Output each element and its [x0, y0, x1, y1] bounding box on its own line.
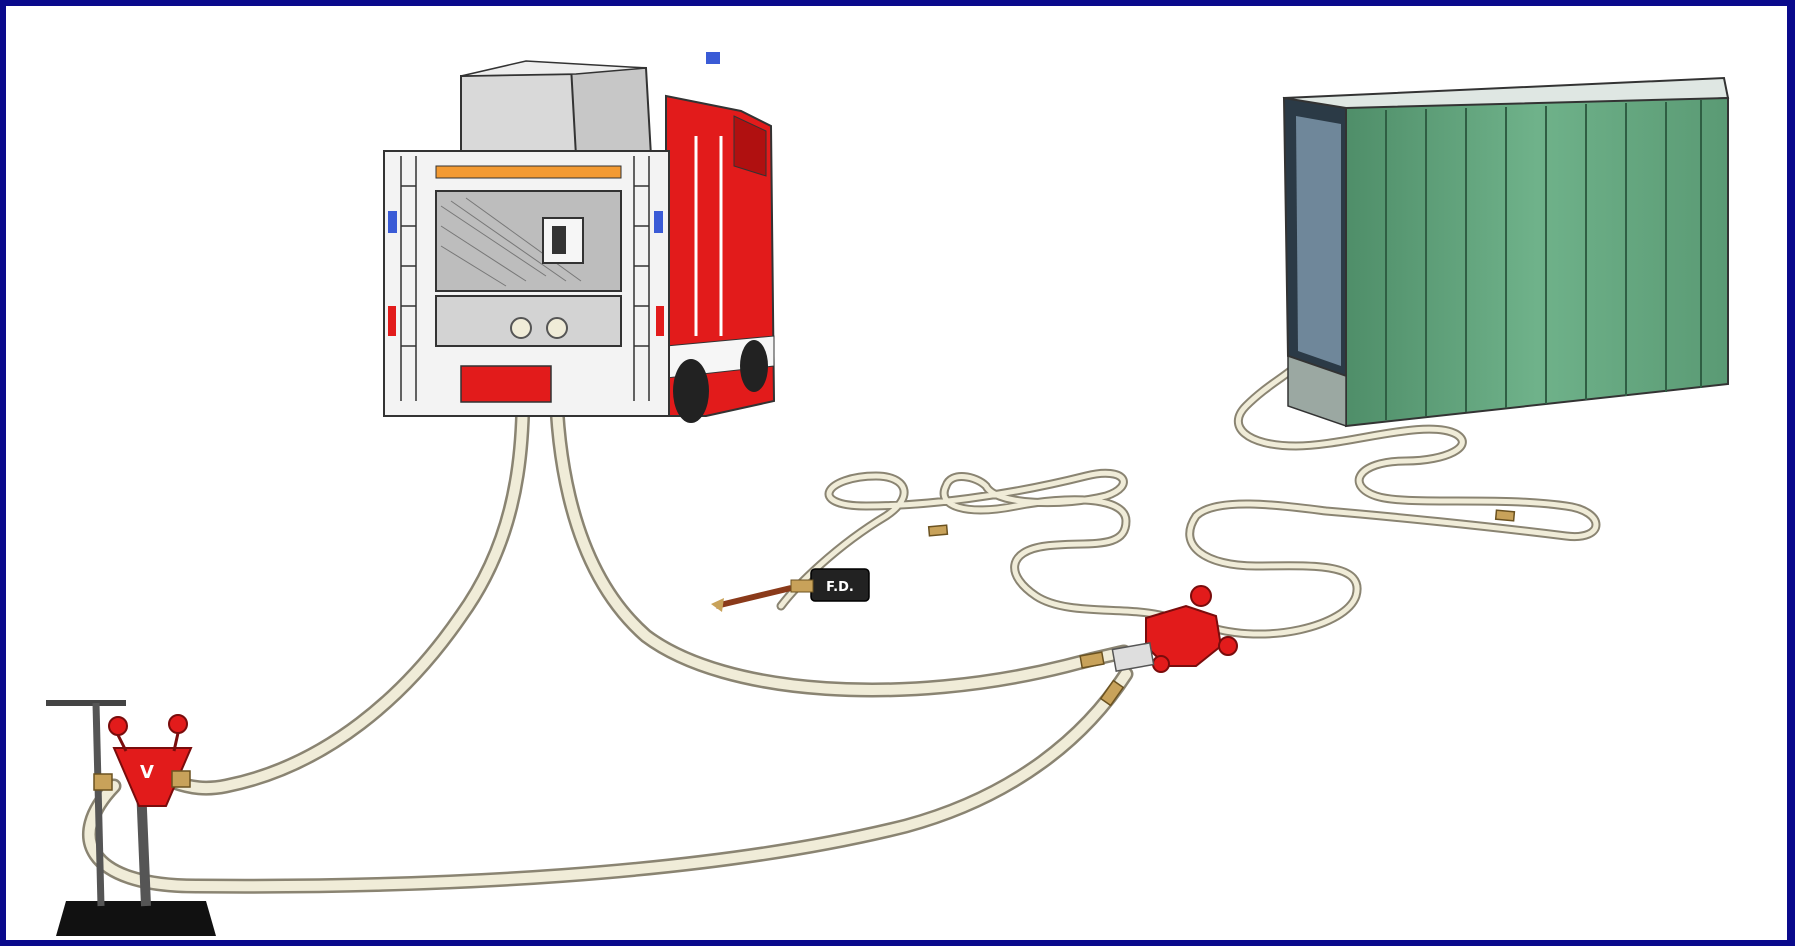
truck-wheel: [740, 340, 768, 392]
hydrant-valve-icon: [169, 715, 187, 733]
truck-outlet-right: [547, 318, 567, 338]
hydrant: V: [46, 703, 216, 936]
coupling: [1101, 681, 1123, 706]
truck-outlet-left: [511, 318, 531, 338]
hydrant-label: V: [140, 762, 154, 783]
divider-valve-icon: [1191, 586, 1211, 606]
coupling: [929, 525, 948, 536]
diagram-canvas: V F.D.: [6, 6, 1787, 940]
hydrant-valve-icon: [109, 717, 127, 735]
truck-wheel: [673, 359, 709, 423]
dividing-breeching: [1112, 586, 1237, 672]
coupling: [1496, 510, 1515, 521]
fire-truck: [384, 52, 774, 423]
divider-valve-icon: [1153, 656, 1169, 672]
branch-nozzle: F.D.: [711, 569, 869, 612]
divider-valve-icon: [1219, 637, 1237, 655]
divider-label: F.D.: [826, 580, 854, 595]
water-container: [1284, 78, 1728, 426]
fire-hose-diagram: V F.D.: [6, 6, 1787, 940]
